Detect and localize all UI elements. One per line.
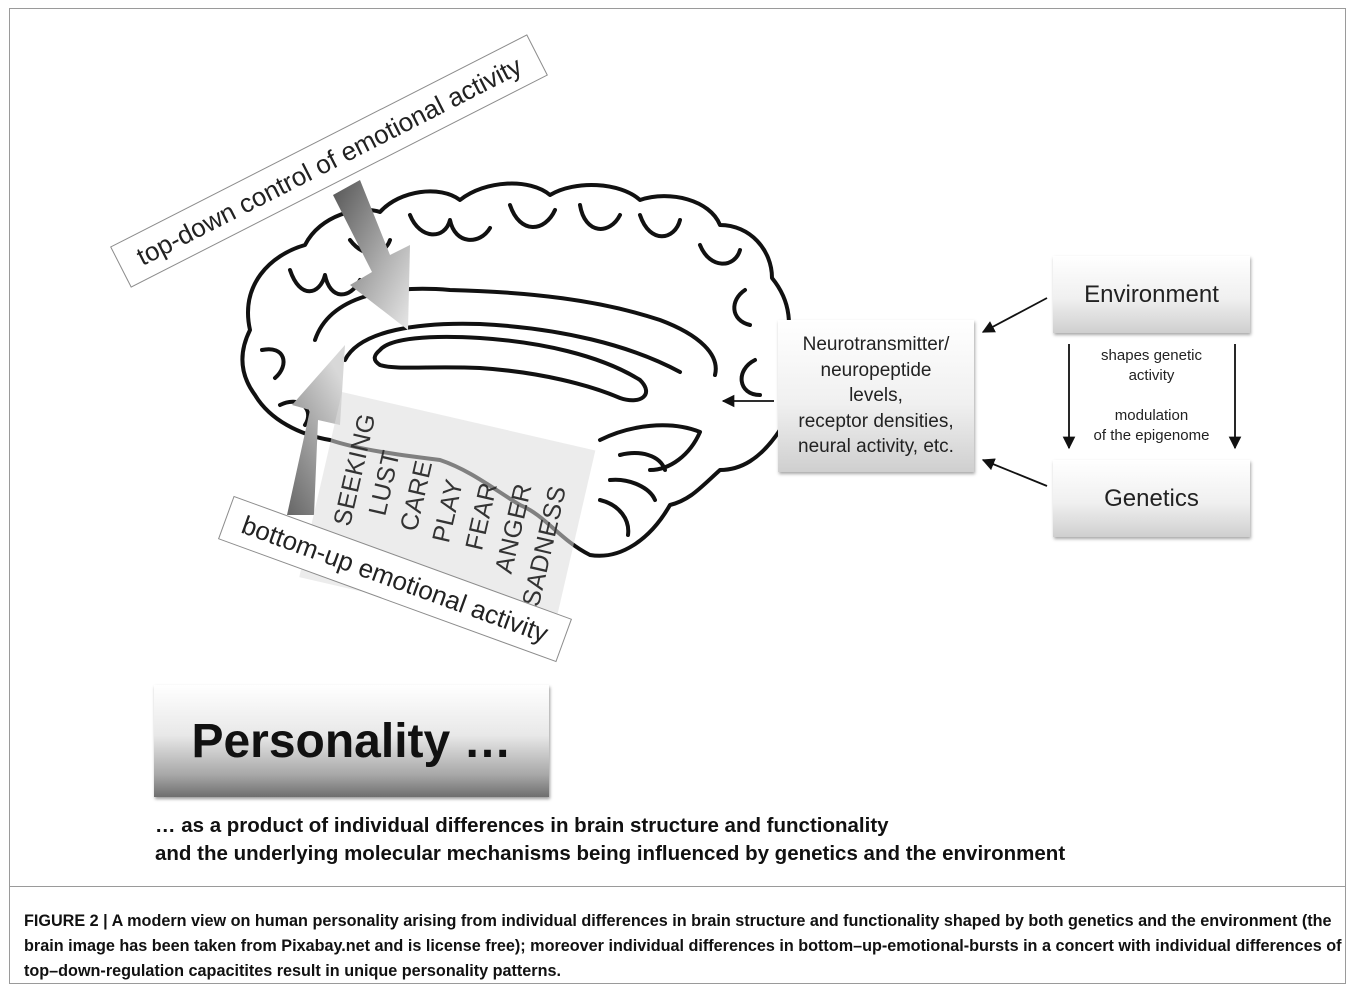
environment-box: Environment xyxy=(1053,256,1250,333)
figure-frame xyxy=(9,8,1346,984)
figure-caption: FIGURE 2 | A modern view on human person… xyxy=(24,912,1342,980)
neuro-line-4: receptor densities, xyxy=(798,410,954,432)
modulation-line-1: modulation xyxy=(1114,407,1189,424)
modulation-line-2: of the epigenome xyxy=(1093,427,1210,444)
shapes-line-1: shapes genetic xyxy=(1101,347,1202,364)
caption-separator xyxy=(9,886,1346,887)
top-down-arrow xyxy=(333,180,410,330)
neuro-line-3: levels, xyxy=(849,385,903,407)
genetics-box: Genetics xyxy=(1053,460,1250,537)
neuro-line-1: Neurotransmitter/ xyxy=(802,334,950,356)
neurotransmitter-box: Neurotransmitter/ neuropeptide levels, r… xyxy=(778,320,974,472)
subtitle-line-2: and the underlying molecular mechanisms … xyxy=(155,842,1066,865)
genetics-to-neuro-arrow xyxy=(981,458,1048,487)
bottom-up-arrow xyxy=(287,345,345,515)
neuro-line-5: neural activity, etc. xyxy=(798,436,954,458)
environment-to-neuro-arrow xyxy=(981,297,1048,333)
modulation-epigenome-text: modulation of the epigenome xyxy=(1075,406,1228,446)
shapes-genetic-activity-text: shapes genetic activity xyxy=(1075,346,1228,386)
shapes-line-2: activity xyxy=(1128,367,1175,384)
subtitle-line-1: … as a product of individual differences… xyxy=(155,814,889,837)
neuro-line-2: neuropeptide xyxy=(820,359,932,381)
personality-title-box: Personality … xyxy=(154,685,549,797)
